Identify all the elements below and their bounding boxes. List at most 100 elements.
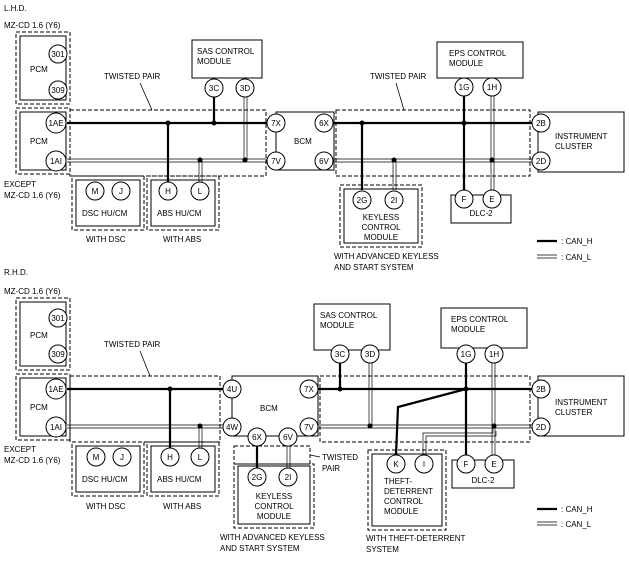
rhd-pin-k-label: K [393,460,399,469]
lhd-pin-j-label: J [119,187,123,196]
rhd-pin-j [112,447,132,467]
lhd-pin-6v-label: 6V [319,157,329,166]
lhd-with-keyless-line1: WITH ADVANCED KEYLESS [334,252,439,261]
rhd-pin-j-label: J [120,453,124,462]
rhd-with-abs-label: WITH ABS [163,502,201,511]
rhd-with-keyless-line1: WITH ADVANCED KEYLESS [220,533,325,542]
lhd-pin-3c-label: 3C [209,84,219,93]
rhd-pin-3d [360,344,380,364]
lhd-twisted-pair-leader-left [139,82,153,111]
rhd-twisted-label-line1: TWISTED [322,453,358,462]
rhd-pin-6x [247,427,267,447]
lhd-pin-1ai [45,150,67,172]
rhd-pin-301 [48,308,68,328]
rhd-stub-i [422,428,497,455]
rhd-pin-4u [222,379,242,399]
lhd-pin-7v [266,151,286,171]
lhd-pin-7x-label: 7X [271,119,281,128]
lhd-abs-dashed [146,175,220,231]
lhd-pcm-except-label: PCM [30,137,48,146]
rhd-pin-6x-label: 6X [252,433,262,442]
lhd-instrument-line2: CLUSTER [555,142,593,151]
lhd-junction [461,120,467,126]
lhd-pcm-variant-label: MZ-CD 1.6 (Y6) [4,21,61,30]
lhd-pin-m-label: M [92,187,99,196]
rhd-pin-6v [278,427,298,447]
rhd-eps-line1: EPS CONTROL [451,315,509,324]
rhd-pcm-except-label: PCM [30,403,48,412]
lhd-with-dsc-label: WITH DSC [86,235,126,244]
rhd-pin-301-label: 301 [51,314,65,323]
rhd-pcm-mzcd-dashed [15,297,71,371]
lhd-pin-2g [352,190,372,210]
lhd-twisted-pair-right [335,109,531,177]
lhd-keyless-line3: MODULE [364,233,398,242]
lhd-pin-1ae-label: 1AE [48,119,63,128]
lhd-pin-309-label: 309 [51,86,65,95]
lhd-junction [359,120,365,126]
lhd-abs-label: ABS HU/CM [157,209,202,218]
rhd-theft-line2: DETERRENT [384,487,433,496]
lhd-pin-2i-label: 2I [391,196,398,205]
lhd-pin-301 [48,44,68,64]
rhd-stub-2i [286,445,291,468]
lhd-pin-3d-label: 3D [240,84,250,93]
lhd-except-line1: EXCEPT [4,180,36,189]
rhd-title: R.H.D. [4,268,28,277]
rhd-pin-4w-label: 4W [226,423,238,432]
lhd-pin-301-label: 301 [51,50,65,59]
rhd-pin-i [414,454,434,474]
rhd-pin-7x [299,379,319,399]
rhd-pin-3c [330,344,350,364]
rhd-pin-7x-label: 7X [304,385,314,394]
lhd-pin-1h-label: 1H [487,83,497,92]
rhd-pin-1ai [45,416,67,438]
lhd-instrument-cluster-box [537,111,625,173]
rhd-pin-l-label: L [198,453,203,462]
lhd-pin-m [85,181,105,201]
rhd-pin-i-label: I [423,460,425,469]
rhd-dlc-label: DLC-2 [471,476,495,485]
lhd-junction [391,157,397,163]
rhd-abs-dashed [146,441,220,497]
rhd-legend-can-l-line [537,521,557,526]
rhd-with-keyless-line2: AND START SYSTEM [220,544,300,553]
lhd-with-keyless-line2: AND START SYSTEM [334,263,414,272]
rhd-pin-6v-label: 6V [283,433,293,442]
rhd-pin-1h-label: 1H [489,350,499,359]
rhd-except-line2: MZ-CD 1.6 (Y6) [4,456,61,465]
rhd-pin-1g-label: 1G [461,350,472,359]
lhd-stub-1h-e [490,96,495,190]
rhd-twisted-pair-leader-left [139,350,151,377]
rhd-pin-2d-label: 2D [536,423,546,432]
rhd-junction [197,423,203,429]
lhd-pcm-mzcd-label: PCM [30,65,48,74]
rhd-pin-4w [222,417,242,437]
rhd-pin-m-label: M [93,453,100,462]
lhd-pin-1ae [45,112,67,134]
lhd-twisted-pair-label-left: TWISTED PAIR [104,72,161,81]
rhd-pin-1g [456,344,476,364]
rhd-bcm-label: BCM [260,404,278,413]
lhd-eps-line2: MODULE [449,59,483,68]
lhd-junction [242,157,248,163]
lhd-pin-309 [48,80,68,100]
rhd-pin-7v-label: 7V [304,423,314,432]
rhd-junction [367,423,373,429]
lhd-pin-1g [454,77,474,97]
lhd-instrument-line1: INSTRUMENT [555,132,608,141]
rhd-junction [167,386,173,392]
lhd-pin-2b [531,113,551,133]
lhd-keyless-line2: CONTROL [361,223,401,232]
lhd-pin-h-label: H [165,187,171,196]
rhd-sas-module-box [313,303,391,351]
lhd-dsc-dashed [71,175,145,231]
lhd-with-abs-label: WITH ABS [163,235,201,244]
rhd-junction [463,386,469,392]
lhd-eps-module-box [436,41,524,79]
rhd-pin-h-label: H [167,453,173,462]
lhd-pin-e-label: E [489,195,494,204]
lhd-legend-can-l: : CAN_L [561,253,592,262]
lhd-pin-2d [531,151,551,171]
